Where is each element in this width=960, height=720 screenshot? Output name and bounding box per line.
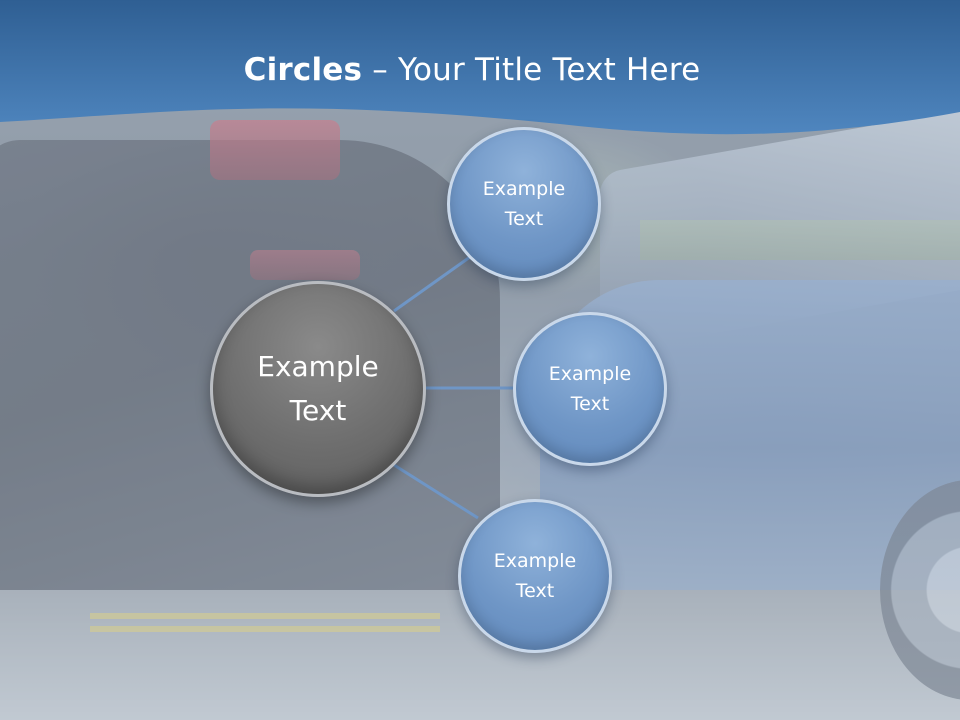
center-circle-label: Example Text: [257, 350, 379, 427]
node-circle-bottom[interactable]: Example Text: [458, 499, 612, 653]
node-circle-top[interactable]: Example Text: [447, 127, 601, 281]
node-circle-label: Example Text: [482, 178, 566, 230]
header-wave: [0, 0, 960, 135]
slide-title[interactable]: Circles – Your Title Text Here: [0, 52, 944, 88]
connector-line-bottom: [393, 463, 479, 520]
node-circle-label: Example Text: [548, 363, 632, 415]
slide-title-rest: – Your Title Text Here: [362, 52, 701, 88]
center-circle[interactable]: Example Text: [210, 281, 426, 497]
node-circle-label: Example Text: [493, 550, 577, 602]
node-circle-middle[interactable]: Example Text: [513, 312, 667, 466]
header-band: Circles – Your Title Text Here: [0, 0, 960, 140]
slide-title-bold: Circles: [243, 52, 363, 88]
connector-line-top: [393, 255, 471, 313]
